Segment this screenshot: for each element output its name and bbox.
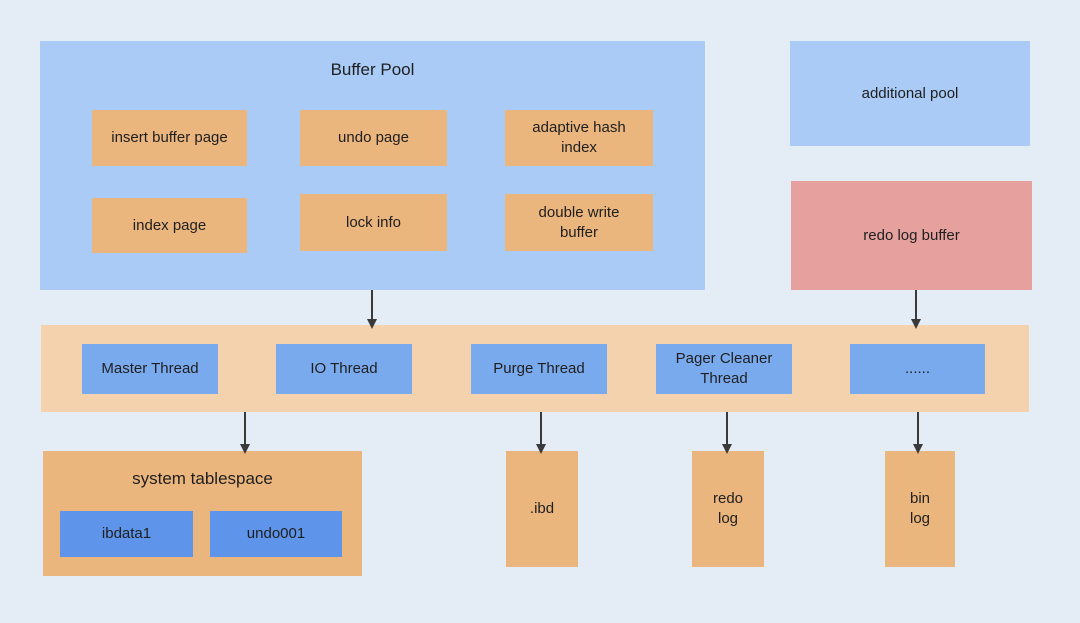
system-tablespace-title: system tablespace [132, 469, 273, 488]
redo-log-buffer: redo log buffer [791, 181, 1032, 290]
insert-buffer-page: insert buffer page [92, 110, 247, 166]
bin-log-file: bin log [885, 451, 955, 567]
master-thread: Master Thread [82, 344, 218, 394]
double-write-buffer: double write buffer [505, 194, 653, 251]
buffer-pool-title: Buffer Pool [330, 60, 415, 79]
undo-page: undo page [300, 110, 447, 166]
index-page: index page [92, 198, 247, 253]
purge-thread: Purge Thread [471, 344, 607, 394]
lock-info: lock info [300, 194, 447, 251]
redo-log-file: redo log [692, 451, 764, 567]
undo001-file: undo001 [210, 511, 342, 557]
pager-cleaner-thread: Pager Cleaner Thread [656, 344, 792, 394]
additional-pool: additional pool [790, 41, 1030, 146]
adaptive-hash-index: adaptive hash index [505, 110, 653, 166]
io-thread: IO Thread [276, 344, 412, 394]
ibdata1-file: ibdata1 [60, 511, 193, 557]
ibd-file: .ibd [506, 451, 578, 567]
more-threads: ...... [850, 344, 985, 394]
